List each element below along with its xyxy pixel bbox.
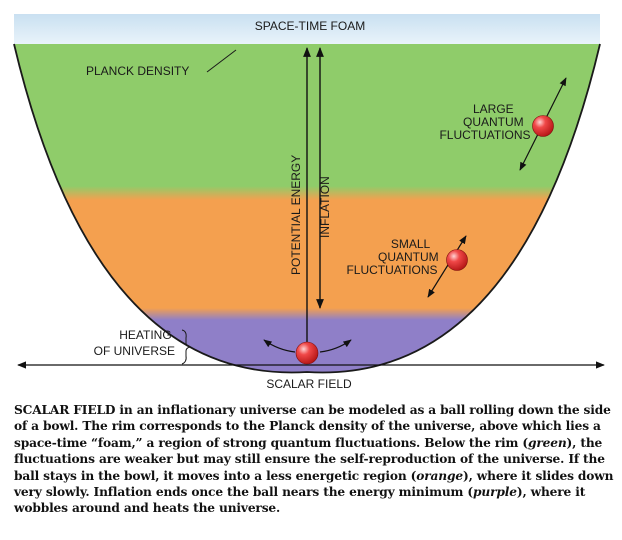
- wobble-arrow-left: [263, 339, 296, 353]
- caption-orange: orange: [416, 468, 463, 483]
- orange-region: [14, 200, 600, 308]
- inflation-label: INFLATION: [318, 176, 332, 238]
- large-fluctuations-label: LARGE QUANTUM FLUCTUATIONS: [439, 102, 530, 142]
- caption-green: green: [527, 435, 567, 450]
- heating-brace: [181, 329, 191, 365]
- potential-energy-label: POTENTIAL ENERGY: [289, 155, 303, 275]
- space-time-foam-label: SPACE-TIME FOAM: [255, 19, 365, 33]
- planck-density-label: PLANCK DENSITY: [86, 64, 189, 78]
- caption-text-1: in an inflationary universe can be model…: [14, 403, 611, 450]
- scalar-field-label: SCALAR FIELD: [266, 377, 352, 391]
- orange-purple-blend: [14, 308, 600, 320]
- space-time-foam-band: [14, 14, 600, 44]
- figure-caption: SCALAR FIELD in an inflationary universe…: [14, 402, 614, 517]
- ball-small-fluctuations: [446, 249, 468, 271]
- inflation-bowl-diagram: SPACE-TIME FOAM PLANCK DENSITY POTENTIAL…: [13, 14, 605, 391]
- caption-lead: SCALAR FIELD: [14, 403, 116, 417]
- caption-text-3: ), where it slides down very slowly. Inf…: [14, 468, 614, 500]
- ball-energy-minimum: [295, 341, 319, 365]
- planck-density-leader: [206, 49, 237, 73]
- caption-text-2: ), the fluctuations are weaker but may s…: [14, 435, 605, 483]
- bowl-outline: [13, 43, 601, 374]
- wobble-arrow-right: [319, 339, 352, 353]
- ball-large-fluctuations: [532, 115, 554, 137]
- small-fluctuations-label: SMALL QUANTUM FLUCTUATIONS: [346, 237, 442, 277]
- caption-purple: purple: [473, 485, 517, 500]
- caption-text-4: ), where it wobbles around and heats the…: [14, 485, 586, 516]
- green-orange-blend: [14, 186, 600, 200]
- small-fluctuation-arrow: [427, 235, 467, 298]
- heating-label: HEATING OF UNIVERSE: [94, 328, 175, 358]
